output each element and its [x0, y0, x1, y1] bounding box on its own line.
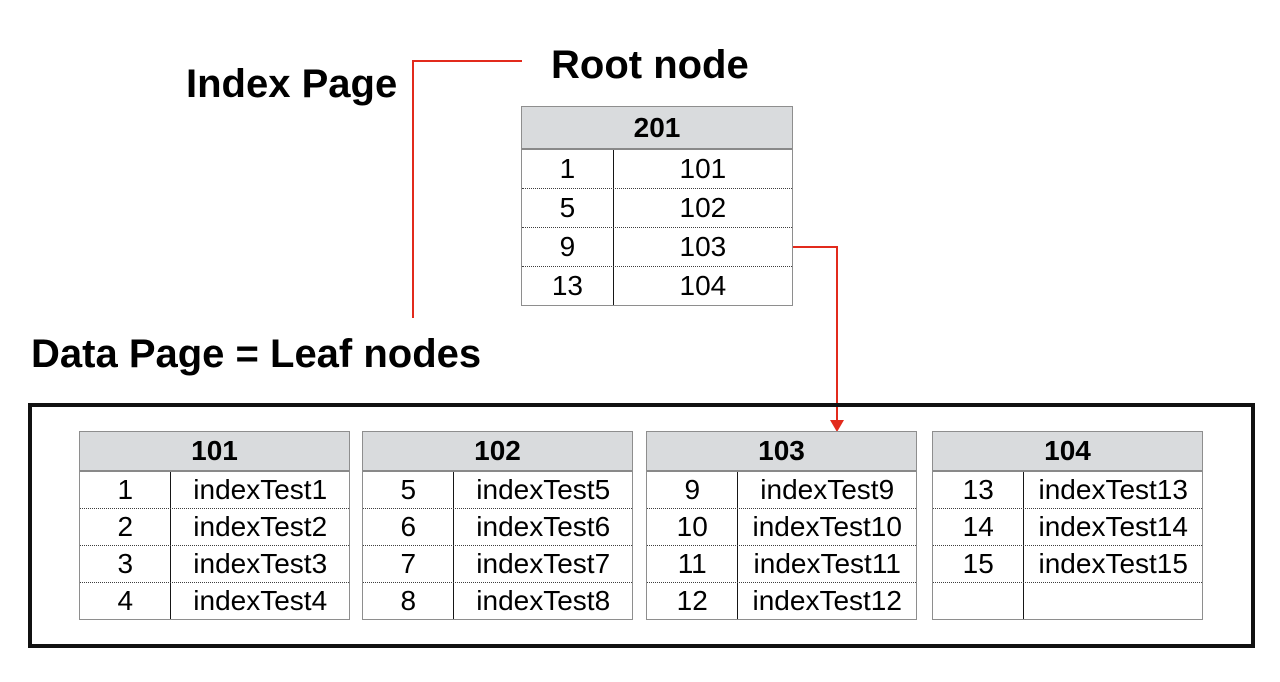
root-table-header: 201 [522, 107, 792, 150]
leaf-table-header: 103 [647, 432, 916, 472]
value-cell: indexTest7 [476, 548, 611, 579]
value-cell: indexTest12 [752, 585, 902, 616]
leaf-table-103: 103 9 indexTest9 10 indexTest10 11 index… [646, 431, 917, 620]
leaf-nodes-box: 101 1 indexTest1 2 indexTest2 3 indexTes… [28, 403, 1255, 648]
key-cell: 4 [80, 583, 172, 619]
table-row: 3 indexTest3 [80, 545, 349, 582]
value-cell: indexTest8 [476, 585, 611, 616]
key-cell: 3 [80, 546, 172, 582]
table-row: 13 indexTest13 [933, 472, 1202, 508]
key-cell: 5 [363, 472, 455, 508]
table-row: 8 indexTest8 [363, 582, 632, 619]
value-cell: 101 [679, 153, 727, 184]
key-cell: 8 [363, 583, 455, 619]
value-cell: indexTest6 [476, 511, 611, 542]
value-cell: indexTest15 [1038, 548, 1188, 579]
value-cell: 103 [679, 231, 727, 262]
data-page-leaf-nodes-label: Data Page = Leaf nodes [31, 332, 482, 376]
table-row: 1 101 [522, 150, 792, 188]
value-cell: indexTest13 [1038, 474, 1188, 505]
leaf-table-header: 101 [80, 432, 349, 472]
table-row: 12 indexTest12 [647, 582, 916, 619]
key-cell: 2 [80, 509, 172, 545]
root-node-label: Root node [551, 43, 749, 87]
key-cell: 10 [647, 509, 739, 545]
value-cell: indexTest2 [193, 511, 328, 542]
index-page-connector-horizontal-line [412, 60, 522, 62]
table-row: 13 104 [522, 266, 792, 305]
table-row: 6 indexTest6 [363, 508, 632, 545]
leaf-table-header: 102 [363, 432, 632, 472]
leaf-table-104: 104 13 indexTest13 14 indexTest14 15 ind… [932, 431, 1203, 620]
table-row: 11 indexTest11 [647, 545, 916, 582]
table-row: 2 indexTest2 [80, 508, 349, 545]
table-row: 15 indexTest15 [933, 545, 1202, 582]
leaf-table-102: 102 5 indexTest5 6 indexTest6 7 indexTes… [362, 431, 633, 620]
table-row: 7 indexTest7 [363, 545, 632, 582]
index-page-label: Index Page [186, 62, 398, 106]
table-row: 5 indexTest5 [363, 472, 632, 508]
root-node-table: 201 1 101 5 102 9 103 13 104 [521, 106, 793, 306]
table-row: 1 indexTest1 [80, 472, 349, 508]
table-row: 14 indexTest14 [933, 508, 1202, 545]
key-cell: 15 [933, 546, 1025, 582]
value-cell: indexTest9 [760, 474, 895, 505]
index-page-connector-vertical-line [412, 60, 414, 318]
value-cell [1024, 583, 1202, 619]
value-cell: indexTest10 [752, 511, 902, 542]
key-cell: 11 [647, 546, 739, 582]
key-cell [933, 583, 1025, 619]
leaf-table-header: 104 [933, 432, 1202, 472]
value-cell: 102 [679, 192, 727, 223]
key-cell: 13 [933, 472, 1025, 508]
leaf-table-101: 101 1 indexTest1 2 indexTest2 3 indexTes… [79, 431, 350, 620]
table-row: 9 indexTest9 [647, 472, 916, 508]
arrow-head-icon [830, 420, 844, 432]
value-cell: indexTest1 [193, 474, 328, 505]
table-row: 9 103 [522, 227, 792, 266]
key-cell: 12 [647, 583, 739, 619]
key-cell: 1 [522, 150, 614, 188]
key-cell: 1 [80, 472, 172, 508]
value-cell: indexTest11 [753, 548, 901, 579]
key-cell: 6 [363, 509, 455, 545]
key-cell: 7 [363, 546, 455, 582]
table-row: 5 102 [522, 188, 792, 227]
root-to-leaf-arrow-vertical-line [836, 246, 838, 422]
key-cell: 5 [522, 189, 614, 227]
root-to-leaf-arrow-horizontal-line [791, 246, 838, 248]
value-cell: indexTest14 [1038, 511, 1188, 542]
value-cell: 104 [679, 270, 727, 301]
table-row: 4 indexTest4 [80, 582, 349, 619]
value-cell: indexTest4 [193, 585, 328, 616]
value-cell: indexTest3 [193, 548, 328, 579]
table-row [933, 582, 1202, 619]
key-cell: 14 [933, 509, 1025, 545]
table-row: 10 indexTest10 [647, 508, 916, 545]
key-cell: 9 [647, 472, 739, 508]
key-cell: 9 [522, 228, 614, 266]
value-cell: indexTest5 [476, 474, 611, 505]
key-cell: 13 [522, 267, 614, 305]
